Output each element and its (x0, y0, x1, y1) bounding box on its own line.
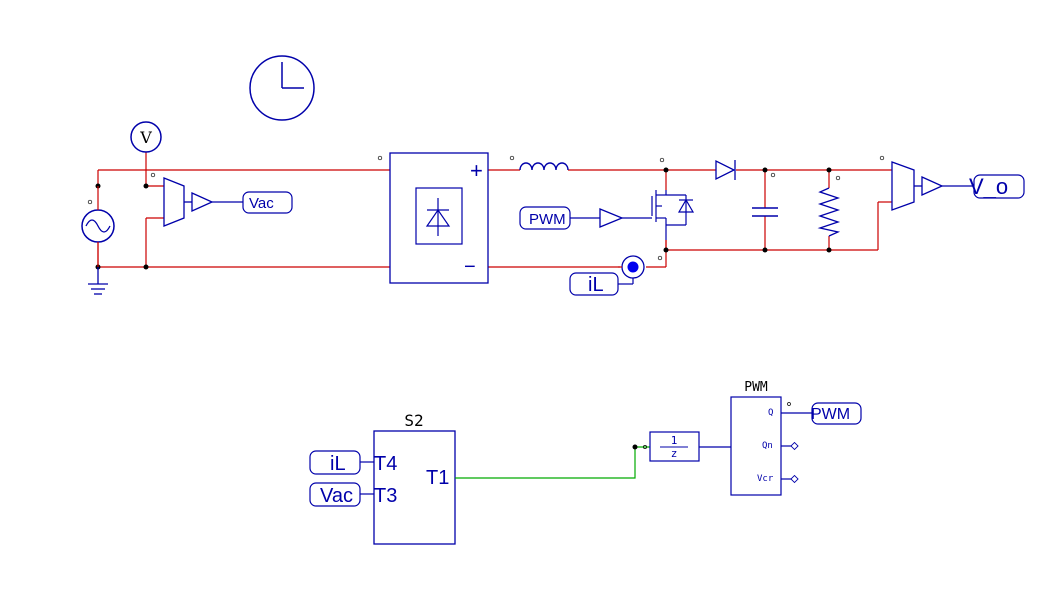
pwm-gate-tag-label: PWM (529, 211, 566, 228)
delay-denominator: z (671, 447, 678, 460)
rectifier-plus-label: + (470, 158, 483, 183)
voltmeter[interactable]: V (130, 121, 162, 153)
delay-numerator: 1 (671, 434, 678, 447)
current-sensor[interactable] (618, 255, 645, 285)
gate-driver[interactable] (570, 208, 624, 228)
clock-icon[interactable] (249, 55, 315, 121)
inductor-icon[interactable] (519, 162, 569, 171)
vac-voltage-sensor[interactable] (163, 177, 244, 227)
rectifier-minus-label: − (464, 256, 476, 278)
vo-tag-label: V_o (969, 174, 1008, 199)
capacitor-icon[interactable] (752, 207, 778, 217)
pwm-port-qn: Qn (762, 441, 773, 451)
ground-icon (88, 267, 108, 295)
input-il-tag[interactable]: iL (309, 450, 374, 475)
il-tag-label: iL (588, 274, 604, 296)
ac-source-icon[interactable] (81, 186, 115, 267)
vac-output-tag[interactable]: Vac (242, 191, 293, 214)
pwm-block-title: PWM (744, 380, 768, 395)
pwm-block[interactable]: PWM Q Qn Vcr (730, 380, 812, 496)
vo-output-tag[interactable]: V_o (969, 174, 1025, 199)
vo-voltage-sensor[interactable] (891, 161, 974, 211)
diode-icon[interactable] (715, 159, 736, 181)
power-wires (97, 152, 892, 268)
input-vac-tag[interactable]: Vac (309, 482, 374, 507)
mosfet-icon[interactable] (622, 190, 695, 240)
input-vac-tag-label: Vac (320, 485, 353, 507)
subcircuit-s2[interactable]: S2 T4 T3 T1 (373, 411, 456, 545)
pwm-port-vcr: Vcr (757, 474, 774, 484)
rectifier-bridge[interactable]: + − (389, 152, 489, 284)
signal-junction (632, 444, 638, 450)
subcircuit-name: S2 (404, 411, 423, 430)
voltmeter-label: V (139, 128, 152, 147)
junction-dots (95, 167, 832, 270)
input-il-tag-label: iL (330, 453, 346, 475)
vac-tag-label: Vac (249, 195, 274, 212)
signal-wire (455, 446, 650, 479)
pwm-gate-tag[interactable]: PWM (519, 206, 571, 230)
pwm-output-tag-label: PWM (811, 406, 850, 423)
subcircuit-port-t3: T3 (374, 485, 397, 507)
pwm-output-tag[interactable]: PWM (811, 402, 862, 425)
subcircuit-port-t1: T1 (426, 467, 449, 489)
resistor-icon[interactable] (817, 187, 841, 237)
node-markers (87, 155, 885, 261)
subcircuit-port-t4: T4 (374, 453, 397, 475)
signal-node-marker (643, 445, 647, 449)
pwm-port-q: Q (768, 408, 773, 418)
unit-delay-block[interactable]: 1 z (649, 431, 731, 462)
il-output-tag[interactable]: iL (569, 272, 619, 296)
